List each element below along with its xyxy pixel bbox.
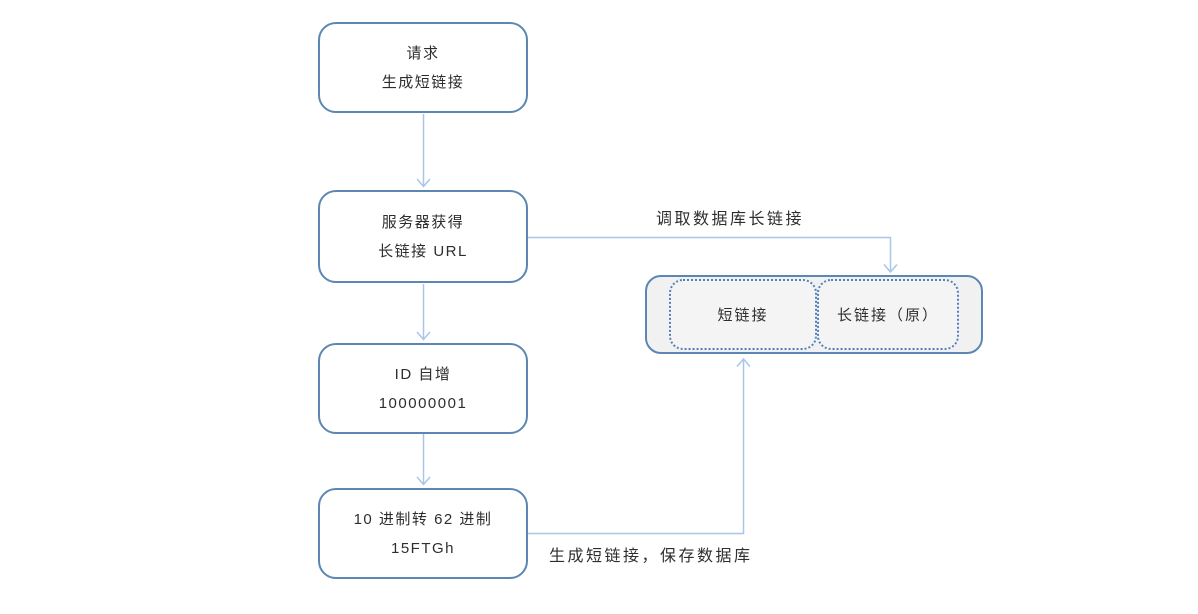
node-server-line2: 长链接 URL — [378, 242, 468, 260]
arrowhead-save-short-link — [736, 357, 751, 367]
node-request-line1: 请求 — [406, 44, 440, 62]
node-base62-line2: 15FTGh — [390, 539, 456, 557]
arrowhead-fetch-long-link — [883, 264, 898, 274]
database-container: 短链接 长链接（原） — [645, 275, 983, 354]
arrow-fetch-long-link — [528, 236, 892, 271]
edge-label-fetch-long-link: 调取数据库长链接 — [656, 211, 805, 228]
node-base62-line1: 10 进制转 62 进制 — [353, 510, 493, 528]
db-cell-short-link: 短链接 — [669, 279, 817, 350]
node-request: 请求 生成短链接 — [318, 22, 528, 113]
db-cell-long-link-label: 长链接（原） — [836, 307, 939, 324]
node-id-line2: 100000001 — [378, 394, 468, 412]
db-cell-long-link: 长链接（原） — [817, 279, 959, 350]
node-server-get-url: 服务器获得 长链接 URL — [318, 190, 528, 283]
db-cell-short-link-label: 短链接 — [717, 307, 769, 324]
arrow-save-short-link — [528, 360, 745, 535]
node-server-line1: 服务器获得 — [381, 213, 465, 231]
node-request-line2: 生成短链接 — [381, 73, 465, 91]
node-base62-convert: 10 进制转 62 进制 15FTGh — [318, 488, 528, 579]
arrowhead-server-to-id — [416, 331, 431, 341]
edge-label-save-short-link: 生成短链接，保存数据库 — [549, 548, 753, 565]
arrowhead-id-to-base62 — [416, 476, 431, 486]
node-id-line1: ID 自增 — [394, 365, 452, 383]
arrowhead-request-to-server — [416, 178, 431, 188]
node-id-increment: ID 自增 100000001 — [318, 343, 528, 434]
